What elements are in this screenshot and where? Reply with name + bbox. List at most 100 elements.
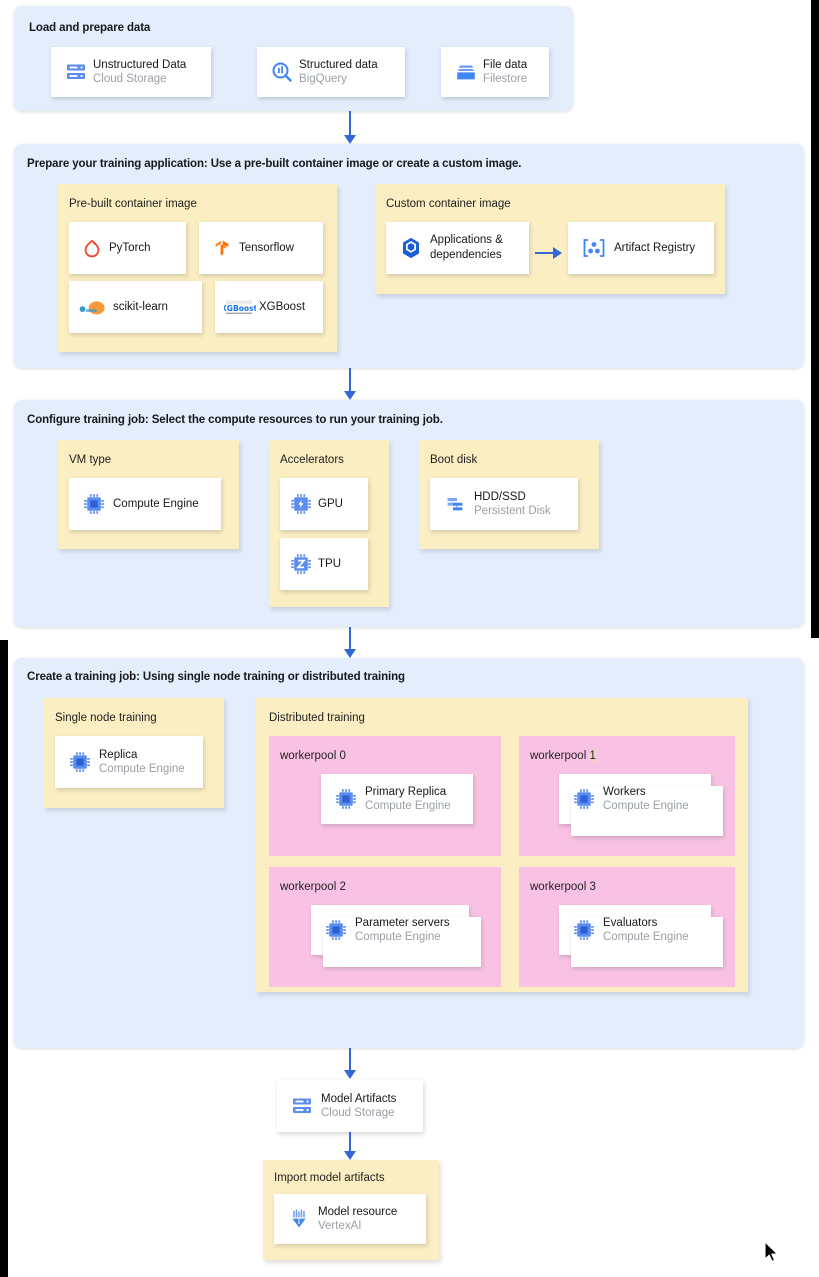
group-import-model-artifacts[interactable]: Import model artifacts Model resource bbox=[263, 1160, 439, 1260]
card-subtitle: VertexAI bbox=[318, 1220, 362, 1232]
arrow-head bbox=[344, 1070, 356, 1079]
card-hdd-ssd[interactable]: HDD/SSD Persistent Disk bbox=[430, 478, 578, 530]
card-text: Model Artifacts Cloud Storage bbox=[321, 1092, 396, 1120]
card-title: Workers bbox=[603, 786, 646, 798]
card-parameter-servers[interactable]: Parameter servers Compute Engine bbox=[311, 905, 481, 967]
arrow-shaft bbox=[349, 627, 351, 649]
pool-title-text: workerpool 2 bbox=[280, 881, 346, 893]
stage-prepare-training-application[interactable]: Prepare your training application: Use a… bbox=[14, 144, 804, 368]
card-title: TPU bbox=[318, 558, 341, 570]
card-applications-and-dependencies[interactable]: Applications & dependencies bbox=[386, 222, 529, 274]
tpu-icon bbox=[284, 552, 318, 576]
group-vm-type[interactable]: VM type Compute Engine bbox=[58, 440, 239, 549]
card-gpu[interactable]: GPU bbox=[280, 478, 368, 530]
card-xgboost[interactable]: XGBoost XGBoost bbox=[215, 281, 323, 333]
card-title: PyTorch bbox=[109, 242, 151, 254]
group-distributed-training[interactable]: Distributed training workerpool 0 bbox=[256, 698, 748, 992]
card-text: Replica Compute Engine bbox=[99, 748, 185, 776]
card-title: Artifact Registry bbox=[614, 242, 696, 254]
group-title: Accelerators bbox=[280, 454, 344, 466]
compute-engine-icon bbox=[565, 918, 603, 942]
card-text: Primary Replica Compute Engine bbox=[365, 785, 451, 813]
card-title: Evaluators bbox=[603, 917, 658, 929]
artifact-registry-icon bbox=[574, 236, 614, 260]
pool-title-text: workerpool bbox=[530, 750, 587, 762]
card-tensorflow[interactable]: Tensorflow bbox=[199, 222, 323, 274]
pool-workerpool-0[interactable]: workerpool 0 bbox=[269, 736, 501, 856]
card-text: PyTorch bbox=[109, 241, 151, 255]
svg-text:XGBoost: XGBoost bbox=[224, 304, 256, 313]
card-text: Tensorflow bbox=[239, 241, 294, 255]
card-artifact-registry[interactable]: Artifact Registry bbox=[568, 222, 714, 274]
card-subtitle: Cloud Storage bbox=[321, 1107, 395, 1119]
group-title: Distributed training bbox=[269, 712, 365, 724]
card-text: XGBoost bbox=[259, 300, 305, 314]
card-title: Applications & dependencies bbox=[430, 234, 503, 261]
card-scikit-learn[interactable]: scikit-learn bbox=[69, 281, 202, 333]
card-evaluators[interactable]: Evaluators Compute Engine bbox=[559, 905, 723, 967]
arrow-prepare-to-configure bbox=[342, 368, 358, 400]
persistent-disk-icon bbox=[436, 492, 474, 516]
card-subtitle: Compute Engine bbox=[99, 763, 185, 775]
card-subtitle: Filestore bbox=[483, 73, 528, 85]
stage-title: Configure training job: Select the compu… bbox=[27, 414, 443, 426]
card-primary-replica[interactable]: Primary Replica Compute Engine bbox=[321, 774, 473, 824]
pool-workerpool-1[interactable]: workerpool 1 bbox=[519, 736, 735, 856]
cloud-storage-icon bbox=[283, 1094, 321, 1118]
card-pytorch[interactable]: PyTorch bbox=[69, 222, 186, 274]
pool-workerpool-3[interactable]: workerpool 3 bbox=[519, 867, 735, 987]
card-tpu[interactable]: TPU bbox=[280, 538, 368, 590]
group-title: Single node training bbox=[55, 712, 157, 724]
cloud-storage-icon bbox=[59, 60, 93, 84]
card-title: GPU bbox=[318, 498, 343, 510]
group-single-node-training[interactable]: Single node training R bbox=[44, 698, 224, 808]
pytorch-icon bbox=[75, 237, 109, 259]
card-replica[interactable]: Replica Compute Engine bbox=[55, 736, 203, 788]
card-title: Model Artifacts bbox=[321, 1093, 397, 1105]
arrow-configure-to-create bbox=[342, 627, 358, 658]
card-title: Parameter servers bbox=[355, 917, 450, 929]
group-accelerators[interactable]: Accelerators GPU bbox=[269, 440, 389, 607]
container-icon bbox=[392, 235, 430, 261]
card-title: Replica bbox=[99, 749, 138, 761]
stage-configure-training-job[interactable]: Configure training job: Select the compu… bbox=[14, 400, 804, 627]
arrow-create-to-model-artifacts bbox=[342, 1048, 358, 1079]
card-text: Evaluators Compute Engine bbox=[603, 916, 689, 944]
card-text: HDD/SSD Persistent Disk bbox=[474, 490, 551, 518]
compute-engine-icon bbox=[75, 492, 113, 516]
bigquery-icon bbox=[265, 60, 299, 84]
card-workers[interactable]: Workers Compute Engine bbox=[559, 774, 723, 836]
card-subtitle: Compute Engine bbox=[603, 931, 689, 943]
card-file-data[interactable]: File data Filestore bbox=[441, 47, 549, 97]
stage-load-and-prepare-data[interactable]: Load and prepare data Unstructured Data … bbox=[14, 6, 573, 111]
group-prebuilt-container-image[interactable]: Pre-built container image PyTorch bbox=[58, 184, 337, 352]
stage-title: Prepare your training application: Use a… bbox=[27, 158, 522, 170]
pool-title: workerpool 3 bbox=[530, 881, 596, 893]
card-unstructured-data[interactable]: Unstructured Data Cloud Storage bbox=[51, 47, 211, 97]
pool-title-text: workerpool 3 bbox=[530, 881, 596, 893]
pool-workerpool-2[interactable]: workerpool 2 bbox=[269, 867, 501, 987]
stage-create-training-job[interactable]: Create a training job: Using single node… bbox=[14, 658, 804, 1048]
arrow-shaft bbox=[349, 1048, 351, 1070]
card-compute-engine-vm[interactable]: Compute Engine bbox=[69, 478, 221, 530]
card-title: Compute Engine bbox=[113, 498, 199, 510]
card-subtitle: Compute Engine bbox=[365, 800, 451, 812]
card-text: Model resource VertexAI bbox=[318, 1205, 397, 1233]
card-structured-data[interactable]: Structured data BigQuery bbox=[257, 47, 405, 97]
group-title: Pre-built container image bbox=[69, 198, 197, 210]
window-letterbox-left bbox=[0, 640, 8, 1277]
card-model-resource[interactable]: Model resource VertexAI bbox=[274, 1194, 426, 1244]
card-model-artifacts[interactable]: Model Artifacts Cloud Storage bbox=[277, 1080, 423, 1132]
arrow-shaft bbox=[349, 111, 351, 135]
card-text: Structured data BigQuery bbox=[299, 58, 378, 86]
card-title: XGBoost bbox=[259, 301, 306, 313]
pool-title: workerpool 1 bbox=[530, 750, 596, 762]
group-boot-disk[interactable]: Boot disk HDD/SSD Persistent Disk bbox=[419, 440, 599, 549]
card-text: Applications & dependencies bbox=[430, 233, 503, 263]
gpu-icon bbox=[284, 492, 318, 516]
card-subtitle: Compute Engine bbox=[603, 800, 689, 812]
card-title: File data bbox=[483, 59, 528, 71]
group-custom-container-image[interactable]: Custom container image Applications & de… bbox=[375, 184, 725, 294]
scikit-learn-icon bbox=[75, 297, 113, 317]
